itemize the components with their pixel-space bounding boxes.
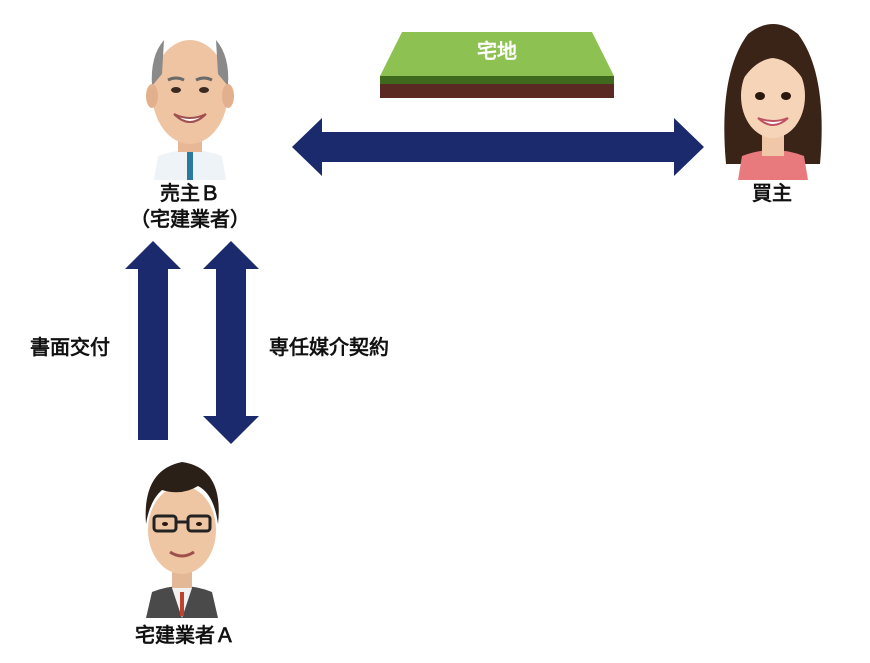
exclusive-brokerage-label: 専任媒介契約 (269, 335, 389, 359)
buyer-name: 買主 (752, 181, 792, 205)
buyer-avatar (718, 14, 828, 180)
land-plot-icon (380, 32, 614, 98)
document-delivery-up-arrow (125, 241, 181, 440)
seller-name: 売主Ｂ (160, 181, 220, 205)
agent-avatar (132, 450, 232, 618)
land-label: 宅地 (477, 39, 517, 63)
brokerage-double-arrow (203, 241, 259, 444)
seller-role: （宅建業者） (130, 207, 250, 231)
seller-avatar (140, 16, 240, 180)
document-delivery-label: 書面交付 (30, 335, 110, 359)
seller-buyer-double-arrow (292, 118, 704, 176)
agent-name: 宅建業者Ａ (135, 623, 235, 647)
